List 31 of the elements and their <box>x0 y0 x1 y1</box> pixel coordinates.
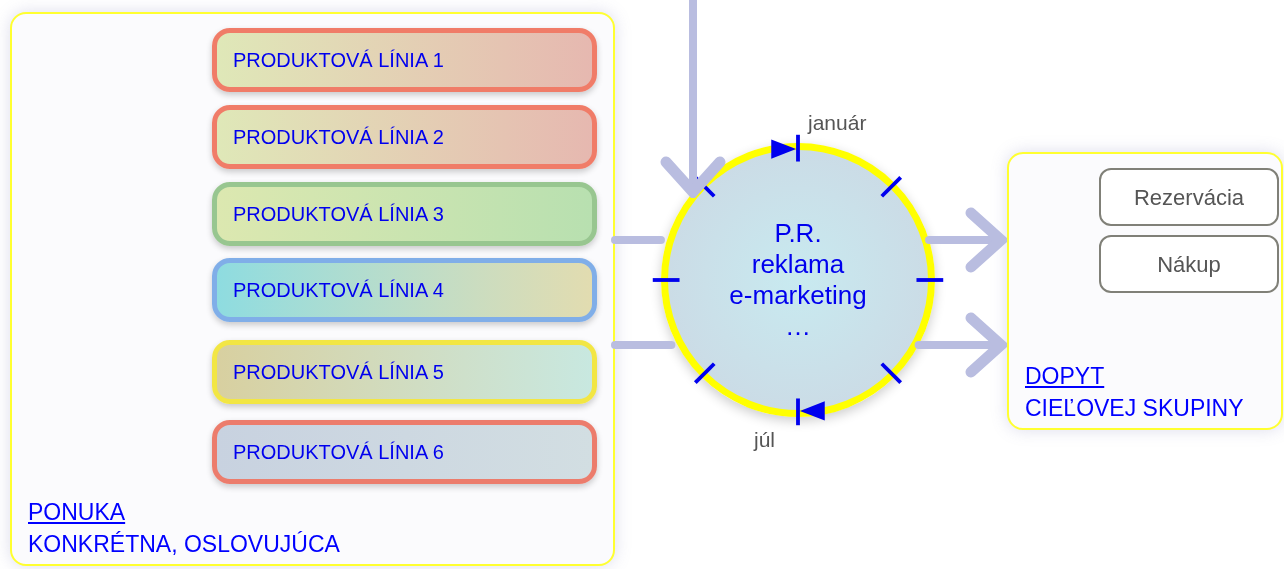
node-label: Nákup <box>1157 250 1221 279</box>
node-label: PRODUKTOVÁ LÍNIA 5 <box>233 360 444 385</box>
arrow <box>925 207 1007 273</box>
node-label: … <box>785 311 811 342</box>
node-label: Rezervácia <box>1133 183 1244 212</box>
product-line-box <box>212 340 597 404</box>
arrow <box>660 0 726 198</box>
arrow <box>914 312 1007 378</box>
node-label: PRODUKTOVÁ LÍNIA 4 <box>233 278 444 303</box>
product-line-box <box>212 182 597 246</box>
node-label: PRODUKTOVÁ LÍNIA 6 <box>233 440 444 465</box>
node-label: PRODUKTOVÁ LÍNIA 3 <box>233 202 444 227</box>
group-panel <box>10 12 615 566</box>
node-label: e-marketing <box>729 280 867 311</box>
node-label: PRODUKTOVÁ LÍNIA 1 <box>233 48 444 73</box>
product-line-box <box>212 28 597 92</box>
month-label: január <box>808 110 867 136</box>
group-panel <box>1007 152 1283 430</box>
product-line-box <box>212 105 597 169</box>
month-label: júl <box>754 427 775 453</box>
group-subheading: KONKRÉTNA, OSLOVUJÚCA <box>28 530 340 559</box>
option-box <box>1099 168 1279 226</box>
product-line-box <box>212 420 597 484</box>
node-label: reklama <box>751 249 845 280</box>
group-heading: PONUKA <box>28 498 127 527</box>
group-subheading: CIEĽOVEJ SKUPINY <box>1025 394 1244 423</box>
product-line-box <box>212 258 597 322</box>
node-label: PRODUKTOVÁ LÍNIA 2 <box>233 125 444 150</box>
option-box <box>1099 235 1279 293</box>
group-heading: DOPYT <box>1025 362 1106 391</box>
node-label: P.R. <box>774 218 822 249</box>
